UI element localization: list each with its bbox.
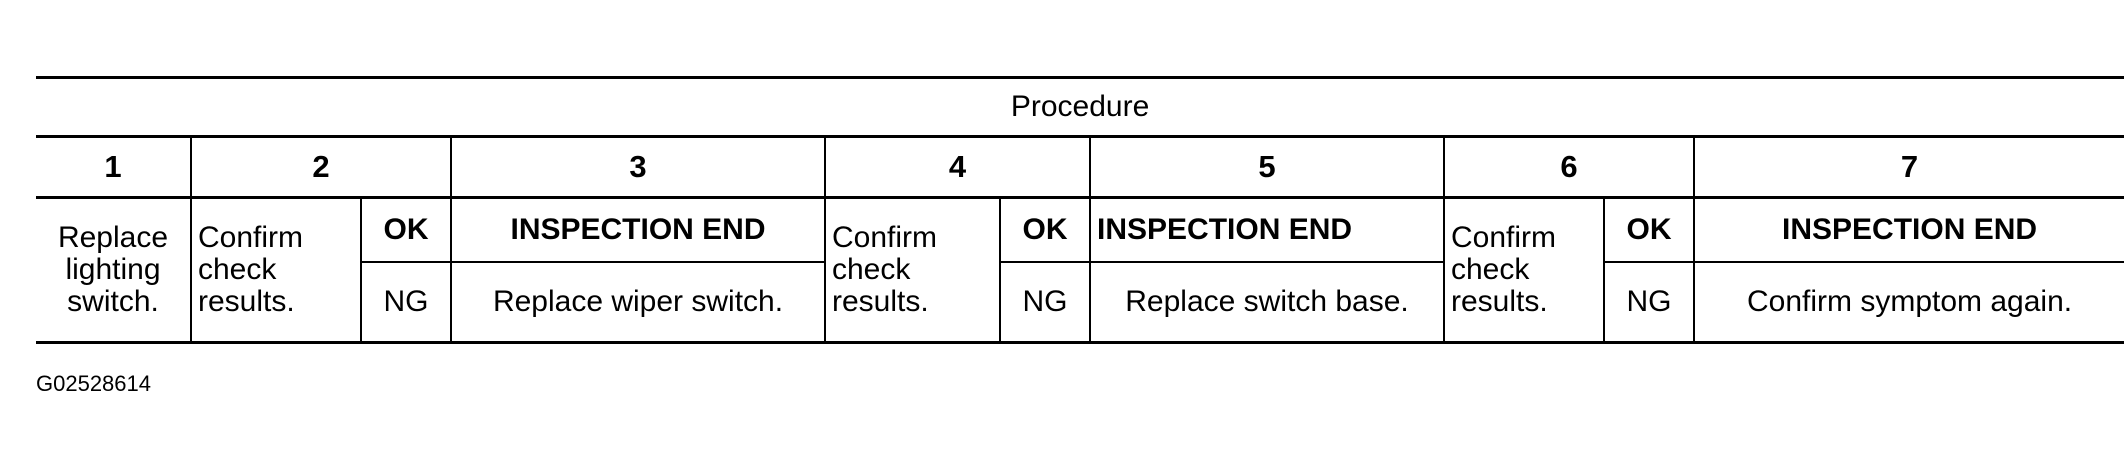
ng-action-confirm-symptom: Confirm symptom again. xyxy=(1692,261,2124,343)
ng-label: NG xyxy=(360,261,451,343)
confirm-check-results: Confirm check results. xyxy=(824,197,1000,343)
ng-action-replace-switch-base: Replace switch base. xyxy=(1089,261,1444,343)
step-number: 1 xyxy=(36,135,191,199)
ng-action-replace-wiper-switch: Replace wiper switch. xyxy=(450,261,825,343)
confirm-check-results: Confirm check results. xyxy=(1443,197,1604,343)
title-row: Procedure xyxy=(36,78,2124,137)
step-number: 6 xyxy=(1443,135,1694,199)
ok-label: OK xyxy=(1603,197,1694,262)
step-number: 3 xyxy=(450,135,825,199)
figure-code: G02528614 xyxy=(36,371,151,396)
step1-action: Replace lighting switch. xyxy=(57,221,169,318)
ng-label: NG xyxy=(1603,261,1694,343)
step-number: 4 xyxy=(824,135,1090,199)
procedure-title: Procedure xyxy=(1010,90,1150,123)
step-number-row: 1 2 3 4 5 6 7 xyxy=(36,135,2124,199)
inspection-end: INSPECTION END xyxy=(1692,197,2124,262)
step-number: 2 xyxy=(190,135,451,199)
ok-row: Replace lighting switch. Confirm check r… xyxy=(36,197,2124,343)
procedure-table: Procedure 1 2 3 4 5 6 7 Replace lighting… xyxy=(36,76,2124,344)
step-number: 7 xyxy=(1692,135,2124,199)
ng-row: NG Replace wiper switch. NG Replace swit… xyxy=(36,261,2124,343)
ok-label: OK xyxy=(999,197,1090,262)
step-number: 5 xyxy=(1089,135,1444,199)
ng-label: NG xyxy=(999,261,1090,343)
inspection-end: INSPECTION END xyxy=(450,197,825,262)
inspection-end: INSPECTION END xyxy=(1089,197,1444,262)
confirm-check-results: Confirm check results. xyxy=(190,197,361,343)
ok-label: OK xyxy=(360,197,451,262)
